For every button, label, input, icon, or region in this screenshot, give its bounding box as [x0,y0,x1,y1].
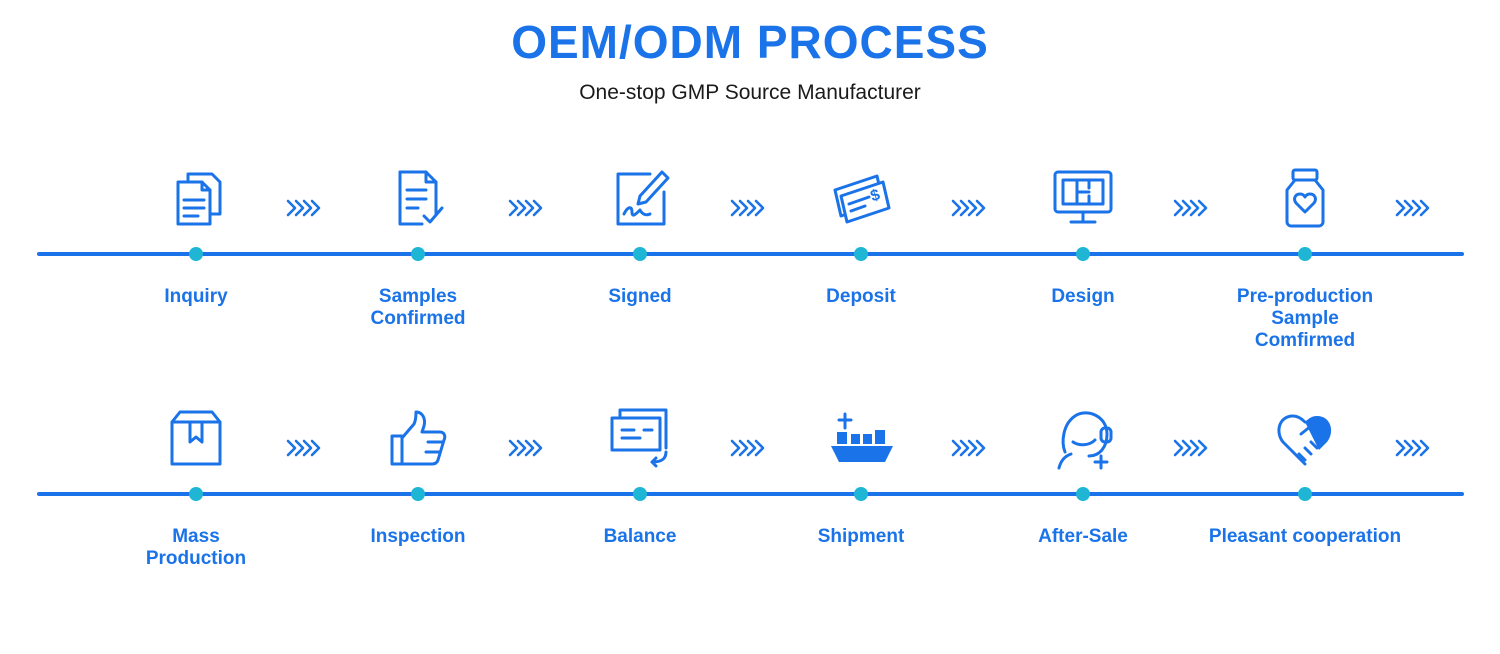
step-label: Shipment [817,526,905,547]
step-label: Pleasant cooperation [1208,526,1402,547]
step-label: After-Sale [1038,526,1128,547]
checklist-document-icon [388,168,448,228]
chevron-arrows-icon [730,438,770,458]
chevron-arrows-icon [286,438,326,458]
step-dot [1298,487,1312,501]
step-dot [1298,247,1312,261]
heart-jar-icon [1275,168,1335,228]
step-label: Signed [608,286,672,307]
page-title: OEM/ODM PROCESS [511,16,989,68]
box-icon [166,408,226,468]
step-dot [189,247,203,261]
timeline-line [37,492,1464,496]
step-label: Design [1051,286,1115,307]
step-label: Balance [603,526,677,547]
step-dot [854,247,868,261]
step-label: Mass Production [145,526,247,569]
step-dot [189,487,203,501]
step-label: Samples Confirmed [370,286,466,329]
handshake-heart-icon [1275,408,1335,468]
money-bills-icon: $ [831,168,891,228]
chevron-arrows-icon [508,438,548,458]
step-label: Inspection [370,526,466,547]
step-dot [1076,247,1090,261]
chevron-arrows-icon [951,438,991,458]
chevron-arrows-icon [1173,438,1213,458]
page-subtitle: One-stop GMP Source Manufacturer [579,81,921,104]
step-dot [633,247,647,261]
chevron-arrows-icon [1395,438,1435,458]
step-label: Deposit [826,286,896,307]
chevron-arrows-icon [1395,198,1435,218]
cargo-ship-icon [831,408,893,468]
step-dot [411,487,425,501]
documents-icon [166,168,226,228]
chevron-arrows-icon [730,198,770,218]
signature-pen-icon [610,168,670,228]
chevron-arrows-icon [286,198,326,218]
card-transfer-icon [610,408,670,468]
headset-support-icon [1053,408,1113,470]
step-dot [411,247,425,261]
monitor-layout-icon [1053,168,1113,228]
chevron-arrows-icon [508,198,548,218]
step-dot [633,487,647,501]
step-dot [854,487,868,501]
step-dot [1076,487,1090,501]
chevron-arrows-icon [951,198,991,218]
step-label: Pre-production Sample Comfirmed [1236,286,1374,351]
step-label: Inquiry [164,286,228,307]
thumbs-up-icon [388,408,448,468]
timeline-line [37,252,1464,256]
chevron-arrows-icon [1173,198,1213,218]
